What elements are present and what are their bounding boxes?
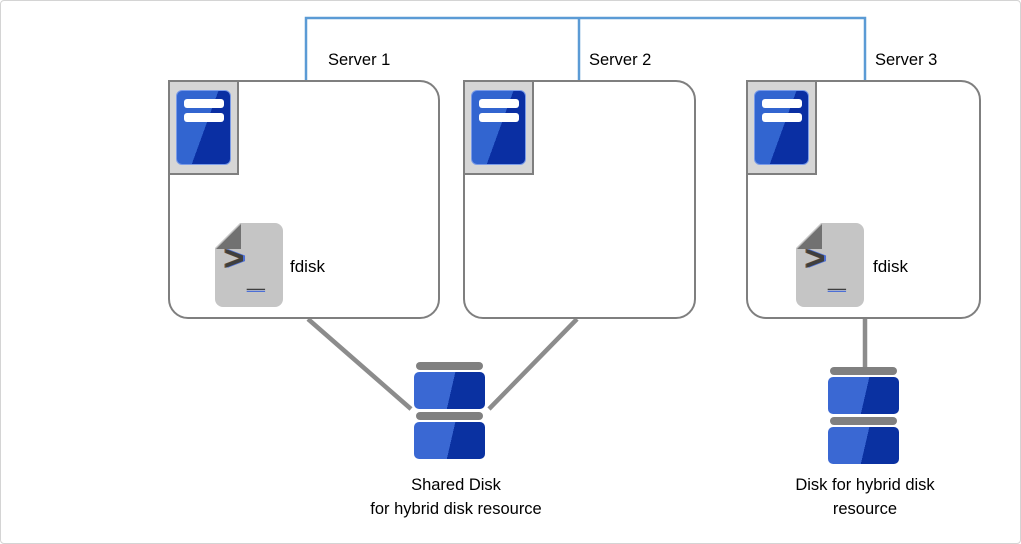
server3-fdisk-label: fdisk xyxy=(873,257,908,276)
server3-label: Server 3 xyxy=(875,51,938,69)
disk-platter-icon xyxy=(414,372,485,409)
server-icon xyxy=(746,80,817,175)
server-drive-slot-icon xyxy=(184,113,224,122)
disk-cap-icon xyxy=(830,417,897,425)
server-drive-slot-icon xyxy=(762,113,802,122)
disk-cap-icon xyxy=(830,367,897,375)
server-tower-icon xyxy=(176,90,231,165)
terminal-cursor-glyph: _ xyxy=(828,257,846,293)
server2-box xyxy=(463,80,696,319)
server-tower-icon xyxy=(754,90,809,165)
server1-fdisk-label: fdisk xyxy=(290,257,325,276)
terminal-prompt-glyph: > xyxy=(805,239,826,278)
server-drive-slot-icon xyxy=(762,99,802,108)
disk-cap-icon xyxy=(416,362,483,370)
shared-disk-stack-icon xyxy=(414,362,485,462)
caption-line: resource xyxy=(832,500,898,518)
caption-line: for hybrid disk resource xyxy=(370,500,542,518)
server-icon xyxy=(168,80,239,175)
disk-platter-icon xyxy=(828,427,899,464)
disk-platter-icon xyxy=(414,422,485,459)
server-icon xyxy=(463,80,534,175)
server-drive-slot-icon xyxy=(184,99,224,108)
server-tower-icon xyxy=(471,90,526,165)
script-file-icon: > _ xyxy=(215,223,283,307)
hybrid-disk-stack-icon xyxy=(828,367,899,467)
server2-label: Server 2 xyxy=(589,51,652,69)
link-server2-shared-disk xyxy=(487,317,579,411)
disk-platter-icon xyxy=(828,377,899,414)
caption-line: Disk for hybrid disk xyxy=(795,476,935,494)
terminal-cursor-glyph: _ xyxy=(247,257,265,293)
link-server1-shared-disk xyxy=(306,317,413,411)
disk-cap-icon xyxy=(416,412,483,420)
caption-line: Shared Disk xyxy=(411,476,501,494)
network-line xyxy=(304,16,867,80)
hybrid-disk-caption: Disk for hybrid disk resource xyxy=(795,473,934,521)
shared-disk-caption: Shared Disk for hybrid disk resource xyxy=(370,473,542,521)
server-drive-slot-icon xyxy=(479,113,519,122)
terminal-prompt-glyph: > xyxy=(224,239,245,278)
server-drive-slot-icon xyxy=(479,99,519,108)
server1-label: Server 1 xyxy=(328,51,391,69)
